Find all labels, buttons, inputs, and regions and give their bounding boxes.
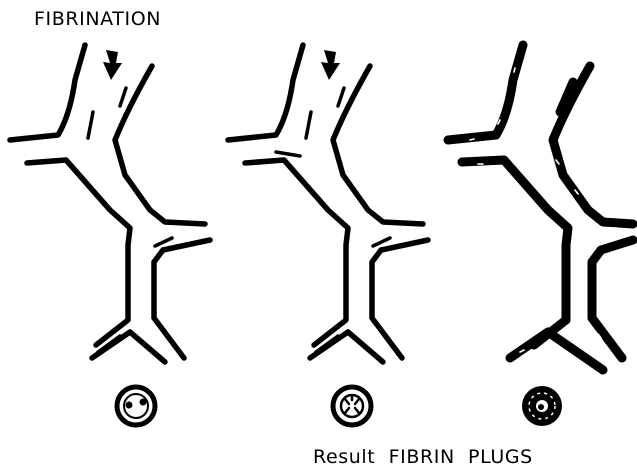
figure-caption: Result FIBRIN PLUGS	[313, 446, 533, 468]
vessel-panel-2	[228, 45, 428, 425]
vessel-panel-1	[10, 45, 210, 425]
vessel-cross-section-3	[522, 386, 562, 426]
down-arrow-icon	[103, 50, 122, 80]
caption-result: Result	[313, 446, 375, 468]
caption-fibrin-plugs: FIBRIN PLUGS	[389, 446, 533, 468]
vessel-cross-section-2	[333, 387, 371, 425]
vessel-panel-3	[448, 45, 633, 426]
down-arrow-icon	[321, 50, 340, 80]
vessel-cross-section-1	[117, 387, 155, 425]
